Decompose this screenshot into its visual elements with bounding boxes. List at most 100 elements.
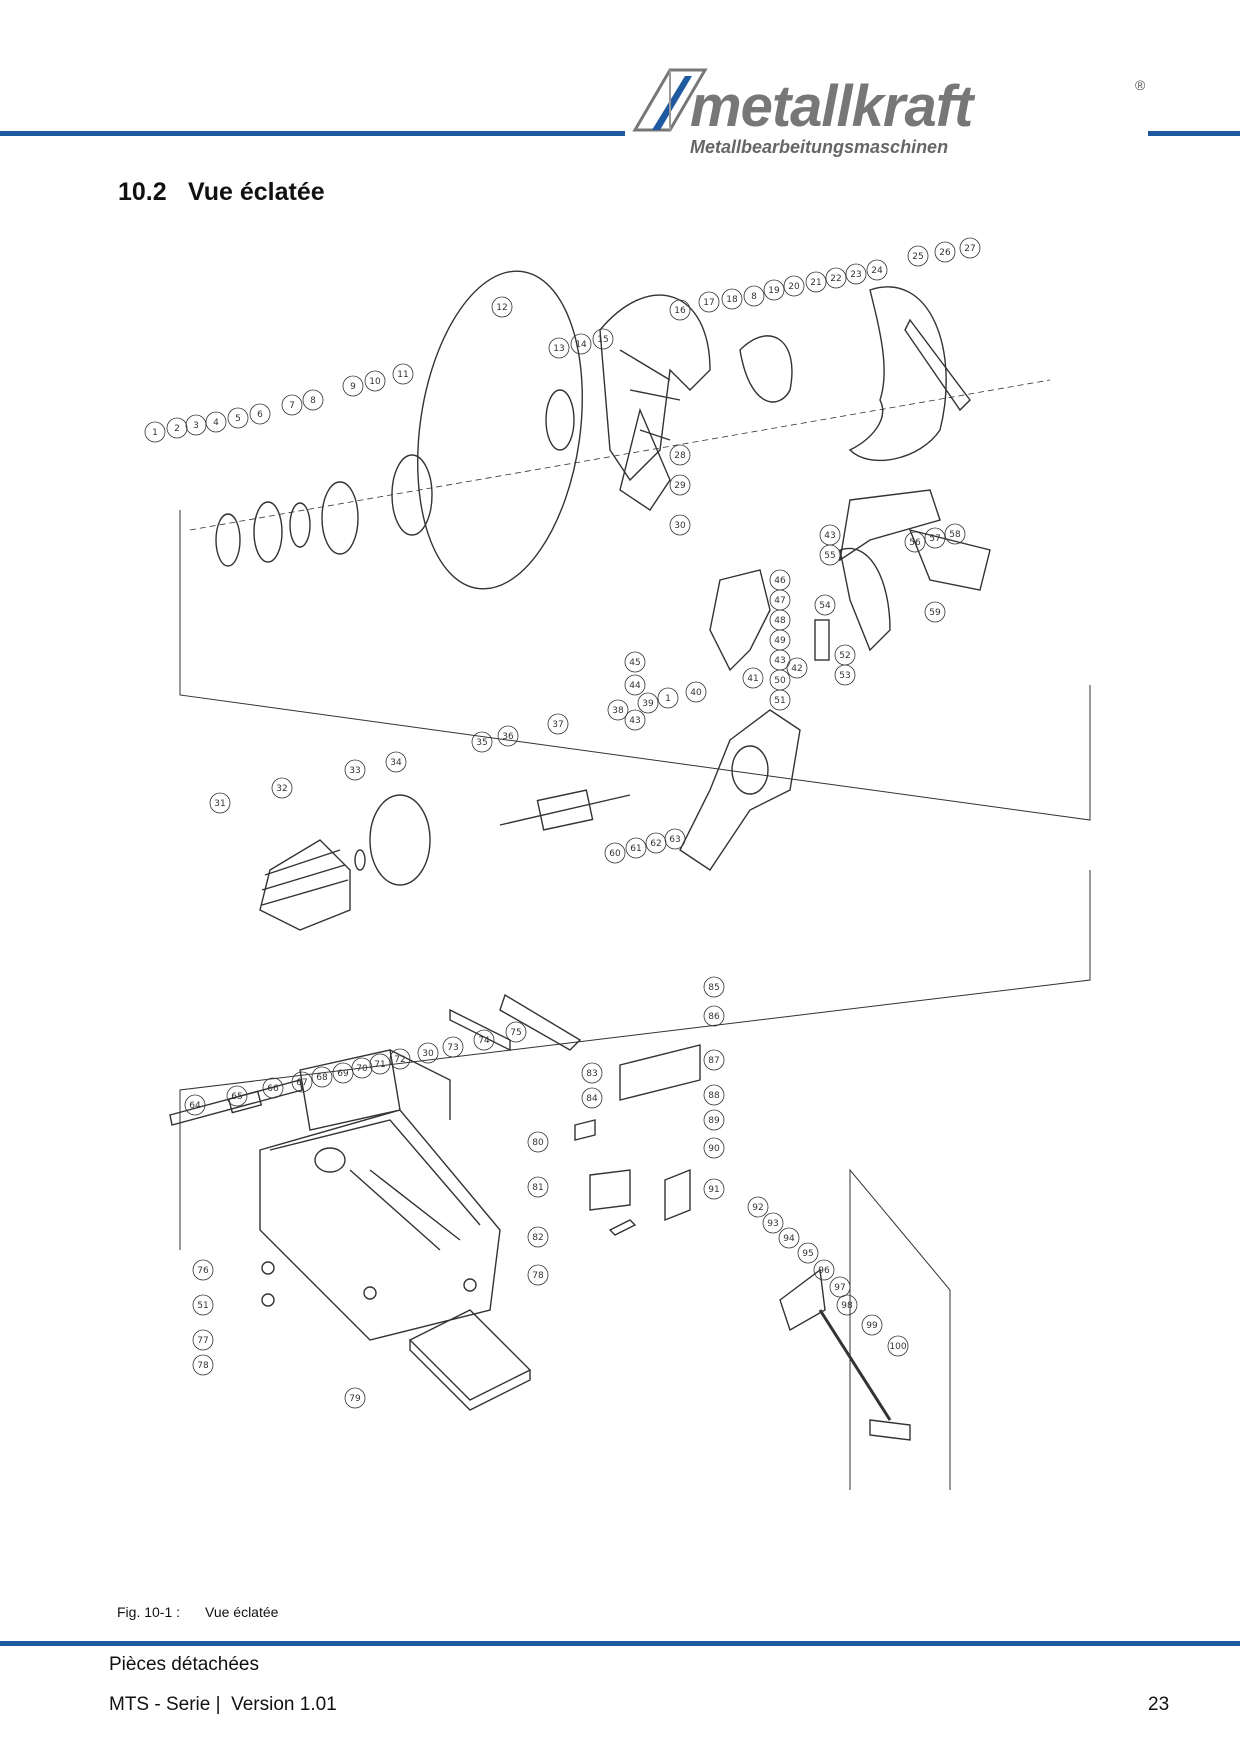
callout-number: 67	[296, 1078, 307, 1088]
callout-number: 30	[422, 1049, 434, 1059]
blade-guard	[599, 294, 711, 482]
callout-number: 11	[397, 370, 408, 380]
page-number: 23	[1148, 1694, 1170, 1715]
callout-number: 24	[871, 266, 883, 276]
callout-number: 52	[839, 651, 850, 661]
logo-wordmark: metallkraft	[690, 74, 976, 139]
callout-number: 91	[708, 1185, 719, 1195]
callout-number: 66	[267, 1084, 279, 1094]
callout-number: 83	[586, 1069, 597, 1079]
callout-number: 63	[669, 835, 680, 845]
callout-number: 100	[889, 1342, 906, 1352]
callout-number: 2	[174, 424, 180, 434]
footer-section: Pièces détachées	[109, 1654, 259, 1675]
callout-number: 97	[834, 1283, 845, 1293]
callout-number: 36	[502, 732, 514, 742]
callout-number: 22	[830, 274, 841, 284]
callout-number: 29	[674, 481, 686, 491]
callout-number: 94	[783, 1234, 795, 1244]
callout-number: 65	[231, 1092, 242, 1102]
callout-number: 16	[674, 306, 686, 316]
callout-number: 55	[824, 551, 835, 561]
callout-number: 9	[350, 382, 356, 392]
callout-number: 23	[850, 270, 861, 280]
callout-number: 40	[690, 688, 702, 698]
callout-number: 14	[575, 340, 587, 350]
callout-number: 84	[586, 1094, 598, 1104]
callout-number: 8	[751, 292, 757, 302]
callout-number: 35	[476, 738, 487, 748]
callout-number: 20	[788, 282, 800, 292]
callout-number: 59	[929, 608, 941, 618]
callout-number: 96	[818, 1266, 830, 1276]
callout-number: 85	[708, 983, 719, 993]
saw-blade	[417, 270, 583, 590]
callout-number: 33	[349, 766, 360, 776]
callout-number: 50	[774, 676, 786, 686]
callout-number: 28	[674, 451, 686, 461]
callout-number: 43	[824, 531, 835, 541]
callout-number: 1	[152, 428, 158, 438]
callout-number: 64	[189, 1101, 201, 1111]
callout-number: 30	[674, 521, 686, 531]
logo-registered-mark: ®	[1135, 77, 1146, 93]
callout-number: 54	[819, 601, 831, 611]
callout-number: 68	[316, 1073, 328, 1083]
callout-number: 87	[708, 1056, 719, 1066]
callout-number: 48	[774, 616, 786, 626]
gearbox-arm	[679, 709, 801, 871]
callout-number: 38	[612, 706, 624, 716]
exploded-view-drawing: 1234567891011121314151617188192021222324…	[144, 237, 1091, 1490]
callout-number: 10	[369, 377, 381, 387]
callout-number: 51	[197, 1301, 208, 1311]
callout-number: 74	[478, 1036, 490, 1046]
callout-number: 43	[774, 656, 785, 666]
callout-number: 13	[553, 344, 564, 354]
machine-base	[259, 1109, 501, 1341]
callout-number: 62	[650, 839, 661, 849]
callout-number: 79	[349, 1394, 361, 1404]
callout-number: 76	[197, 1266, 209, 1276]
callout-number: 27	[964, 244, 975, 254]
detail-frame	[849, 1168, 951, 1490]
callout-number: 32	[276, 784, 287, 794]
callout-number: 77	[197, 1336, 208, 1346]
callout-number: 43	[629, 716, 640, 726]
section-number: 10.2	[118, 178, 167, 206]
callout-number: 51	[774, 696, 785, 706]
callout-number: 71	[374, 1060, 385, 1070]
callout-number: 6	[257, 410, 263, 420]
callout-number: 53	[839, 671, 850, 681]
section-title: Vue éclatée	[188, 178, 325, 206]
motor-housing	[259, 839, 351, 931]
callout-number: 26	[939, 248, 951, 258]
callout-number: 92	[752, 1203, 763, 1213]
callout-number: 42	[791, 664, 802, 674]
callout-number: 95	[802, 1249, 813, 1259]
callout-number: 57	[929, 534, 940, 544]
callout-number: 90	[708, 1144, 720, 1154]
chip-tray	[408, 1309, 532, 1401]
rear-guard	[848, 286, 947, 462]
plate-74	[449, 1008, 511, 1052]
callout-number: 19	[768, 286, 780, 296]
callout-number: 93	[767, 1219, 778, 1229]
footer-rule	[0, 1641, 1240, 1646]
callout-number: 70	[356, 1064, 368, 1074]
callout-number: 78	[197, 1361, 209, 1371]
callout-number: 58	[949, 530, 961, 540]
section-heading: 10.2 Vue éclatée	[118, 178, 325, 207]
callout-number: 47	[774, 596, 785, 606]
callout-number: 60	[609, 849, 621, 859]
callout-number: 46	[774, 576, 786, 586]
callout-number: 3	[193, 421, 199, 431]
callout-number: 98	[841, 1301, 853, 1311]
callout-number: 44	[629, 681, 641, 691]
group-frame-bottom	[179, 870, 1091, 1250]
callout-number: 5	[235, 414, 241, 424]
callout-number: 73	[447, 1043, 458, 1053]
callout-number: 69	[337, 1069, 349, 1079]
logo-mark-icon	[632, 68, 708, 132]
footer-version: MTS - Serie | Version 1.01	[109, 1694, 337, 1715]
